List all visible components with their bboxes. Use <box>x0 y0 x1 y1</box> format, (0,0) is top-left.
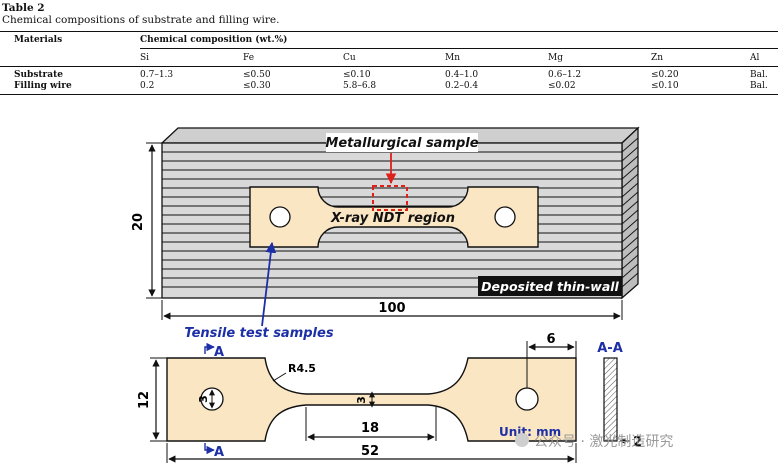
element-fe: Fe <box>243 53 255 63</box>
table-cell: ≤0.10 <box>651 81 679 91</box>
table-cell: ≤0.20 <box>651 70 679 80</box>
composition-table: Table 2 Chemical compositions of substra… <box>0 0 784 100</box>
table-top-rule <box>0 31 778 32</box>
dim-width-label: 12 <box>137 391 152 409</box>
row-substrate-material: Substrate <box>14 70 64 80</box>
dim-gauge-length-label: 18 <box>361 421 379 436</box>
table-cell: ≤0.02 <box>548 81 576 91</box>
embedded-hole-left <box>269 206 291 228</box>
row-filling-wire-material: Filling wire <box>14 81 72 91</box>
section-marker-bottom-label: A <box>214 445 224 460</box>
metallurgical-label: Metallurgical sample <box>325 136 478 151</box>
table-cell: Bal. <box>750 70 768 80</box>
element-mg: Mg <box>548 53 563 63</box>
tensile-arrow <box>261 241 277 327</box>
section-view <box>603 357 618 442</box>
table-cell: 5.8–6.8 <box>343 81 377 91</box>
dim-hole-label: 3 <box>197 395 210 403</box>
table-cell: 0.2–0.4 <box>445 81 479 91</box>
watermark-icon <box>515 433 529 447</box>
table-cell: ≤0.10 <box>343 70 371 80</box>
header-bottom-rule <box>0 66 778 67</box>
element-al: Al <box>750 53 760 63</box>
table-cell: Bal. <box>750 81 768 91</box>
metallurgical-sample-box <box>372 185 408 211</box>
table-label: Table 2 <box>2 2 45 14</box>
section-marker-top-label: A <box>214 345 224 360</box>
watermark: 公众号 · 激光制造研究 <box>534 433 673 450</box>
table-cell: 0.2 <box>140 81 155 91</box>
table-bottom-rule <box>0 94 778 95</box>
element-mn: Mn <box>445 53 461 63</box>
dim-gauge-width-label: 3 <box>355 396 368 404</box>
dim-tab-label: 6 <box>546 332 555 347</box>
section-marker-bottom <box>204 443 215 455</box>
element-zn: Zn <box>651 53 664 63</box>
xray-ndt-label: X-ray NDT region <box>330 211 455 226</box>
section-marker-top <box>204 342 215 354</box>
tensile-label: Tensile test samples <box>184 326 333 341</box>
header-materials: Materials <box>14 35 63 45</box>
header-composition: Chemical composition (wt.%) <box>140 35 288 45</box>
detail-hole-right <box>515 387 539 411</box>
deposited-label: Deposited thin-wall <box>481 279 619 294</box>
embedded-hole-right <box>494 206 516 228</box>
radius-label: R4.5 <box>288 362 316 375</box>
table-cell: 0.7–1.3 <box>140 70 174 80</box>
metallurgical-label-bg <box>326 133 478 152</box>
table-cell: 0.6–1.2 <box>548 70 582 80</box>
embedded-tensile-sample <box>249 186 539 248</box>
radius-leader <box>272 372 287 382</box>
table-cell: 0.4–1.0 <box>445 70 479 80</box>
specimen-figure: Metallurgical sample X-ray NDT region De… <box>131 126 673 463</box>
table-cell: ≤0.30 <box>243 81 271 91</box>
dim-thick-label: 2 <box>633 435 642 450</box>
element-cu: Cu <box>343 53 356 63</box>
deposited-label-bg <box>478 276 622 296</box>
dim-length-label: 100 <box>378 301 405 316</box>
header-sub-rule <box>140 48 778 49</box>
dim-total-label: 52 <box>361 444 379 459</box>
section-view-label: A-A <box>597 341 623 356</box>
dim-height-label: 20 <box>131 213 146 231</box>
unit-label: Unit: mm <box>499 425 561 439</box>
table-cell: ≤0.50 <box>243 70 271 80</box>
table-caption: Chemical compositions of substrate and f… <box>2 14 280 26</box>
element-si: Si <box>140 53 150 63</box>
wall-layers <box>161 137 639 299</box>
